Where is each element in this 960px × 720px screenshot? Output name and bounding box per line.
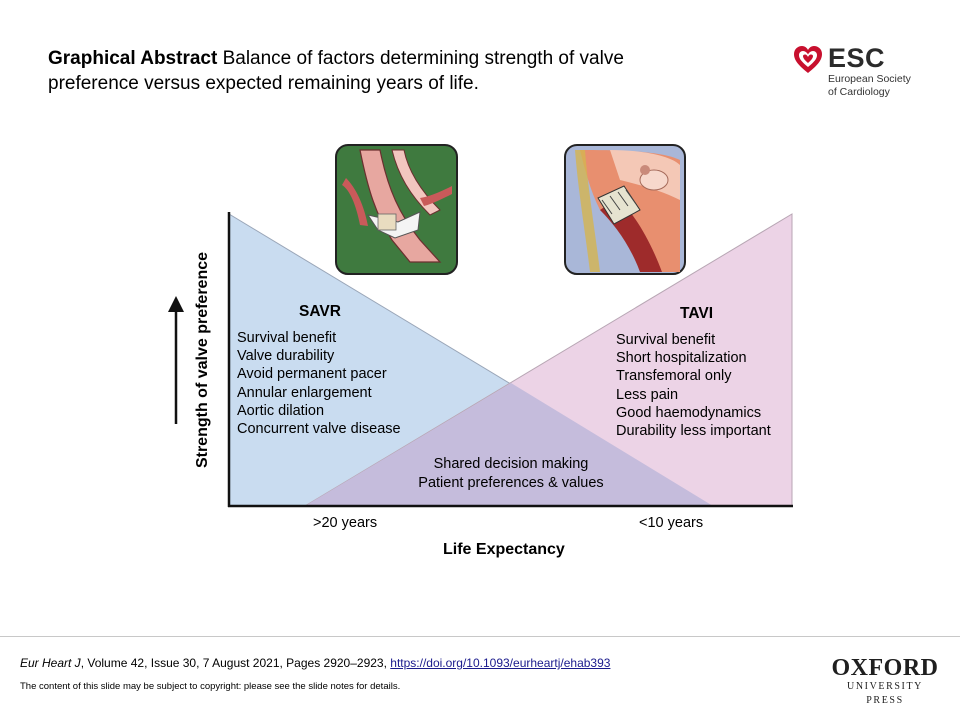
title-text: Balance of factors determining strength … xyxy=(48,48,624,94)
esc-name: European Society of Cardiology xyxy=(828,73,911,98)
journal-name: Eur Heart J xyxy=(20,656,81,670)
x-axis-label: Life Expectancy xyxy=(443,541,565,558)
esc-name-line2: of Cardiology xyxy=(828,85,890,98)
list-item: Annular enlargement xyxy=(237,384,372,401)
citation-details: , Volume 42, Issue 30, 7 August 2021, Pa… xyxy=(80,656,391,670)
oxford-logo-sub: UNIVERSITY PRESS xyxy=(847,681,923,706)
list-item: Avoid permanent pacer xyxy=(237,366,387,383)
tick-label-right: <10 years xyxy=(639,515,704,531)
footer-divider xyxy=(0,636,960,637)
transcatheter-valve-image xyxy=(564,144,686,275)
savr-factor-list: Survival benefit Valve durability Avoid … xyxy=(237,329,401,438)
list-item: Good haemodynamics xyxy=(616,404,762,421)
y-axis-label: Strength of valve preference xyxy=(194,251,211,469)
list-item: Valve durability xyxy=(237,348,335,365)
shared-decision-text: Shared decision making Patient preferenc… xyxy=(380,455,642,492)
shared-line2: Patient preferences & values xyxy=(418,474,604,491)
esc-name-line1: European Society xyxy=(828,73,911,85)
list-item: Survival benefit xyxy=(237,330,337,346)
list-item: Short hospitalization xyxy=(616,350,747,367)
tavi-heading: TAVI xyxy=(680,305,714,322)
overlap-region xyxy=(305,383,713,506)
oxford-logo: OXFORD UNIVERSITY PRESS xyxy=(829,656,941,708)
tavi-factor-list: Survival benefit Short hospitalization T… xyxy=(616,331,771,440)
heart-icon xyxy=(794,46,822,73)
citation: Eur Heart J, Volume 42, Issue 30, 7 Augu… xyxy=(20,656,610,670)
list-item: Concurrent valve disease xyxy=(237,421,401,438)
title-bold: Graphical Abstract xyxy=(48,48,218,69)
list-item: Transfemoral only xyxy=(616,368,732,385)
list-item: Durability less important xyxy=(616,423,771,440)
list-item: Survival benefit xyxy=(616,332,716,348)
list-item: Aortic dilation xyxy=(237,402,325,419)
surgical-valve-image xyxy=(335,144,458,275)
list-item: Less pain xyxy=(616,386,679,403)
shared-line1: Shared decision making xyxy=(433,456,589,472)
oxford-logo-main: OXFORD xyxy=(831,655,939,681)
esc-acronym: ESC xyxy=(828,43,886,73)
tick-label-left: >20 years xyxy=(313,515,378,531)
copyright-notice: The content of this slide may be subject… xyxy=(20,681,401,692)
slide-title: Graphical Abstract Balance of factors de… xyxy=(48,46,658,96)
esc-logo: ESC European Society of Cardiology xyxy=(792,42,932,102)
doi-link[interactable]: https://doi.org/10.1093/eurheartj/ehab39… xyxy=(390,656,611,670)
arrow-up-icon xyxy=(168,296,184,424)
savr-heading: SAVR xyxy=(299,303,341,320)
